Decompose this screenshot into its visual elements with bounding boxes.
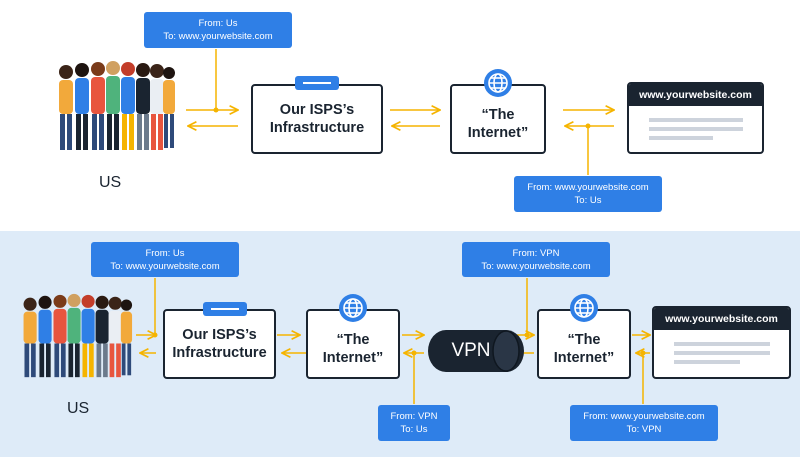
- callout-top-response: From: www.yourwebsite.com To: Us: [514, 176, 662, 212]
- box-title-line: Internet”: [322, 350, 384, 366]
- box-title-line: Internet”: [467, 125, 529, 141]
- box-title-line: Our ISPS’s: [182, 327, 257, 343]
- callout-line: From: www.yourwebsite.com: [527, 182, 649, 193]
- server-icon: [203, 302, 247, 316]
- people-group-illustration: [59, 61, 175, 150]
- callout-line: From: Us: [145, 247, 185, 259]
- callout-bottom-site-reply: From: www.yourwebsite.com To: VPN: [570, 405, 718, 441]
- callout-line: To: Us: [400, 424, 428, 435]
- callout-line: To: www.yourwebsite.com: [110, 260, 220, 272]
- box-title-line: “The: [481, 107, 515, 123]
- callout-line: To: VPN: [626, 424, 662, 435]
- website-url: www.yourwebsite.com: [654, 308, 789, 330]
- us-label: US: [67, 400, 90, 417]
- vpn-label: VPN: [451, 340, 491, 361]
- vpn-tunnel-icon: [428, 330, 524, 372]
- server-icon: [295, 76, 339, 90]
- callout-line: From: VPN: [390, 411, 438, 422]
- content-placeholder-line: [649, 118, 743, 122]
- content-placeholder-line: [674, 342, 770, 346]
- isp-infrastructure-box: Our ISPS’s Infrastructure: [163, 309, 276, 379]
- website-url: www.yourwebsite.com: [629, 84, 762, 106]
- callout-top-request: From: Us To: www.yourwebsite.com: [144, 12, 292, 48]
- callout-line: To: www.yourwebsite.com: [163, 31, 273, 42]
- callout-bottom-request: From: Us To: www.yourwebsite.com: [91, 242, 239, 277]
- globe-icon: [484, 69, 512, 97]
- callout-bottom-vpn-request: From: VPN To: www.yourwebsite.com: [462, 242, 610, 277]
- website-window: www.yourwebsite.com: [627, 82, 764, 154]
- callout-line: To: Us: [574, 195, 602, 206]
- callout-line: To: www.yourwebsite.com: [481, 260, 591, 272]
- content-placeholder-line: [674, 351, 770, 355]
- callout-line: From: VPN: [512, 247, 560, 259]
- us-label: US: [99, 174, 122, 191]
- globe-icon: [339, 294, 367, 322]
- box-title-line: “The: [567, 332, 601, 348]
- content-placeholder-line: [649, 127, 743, 131]
- website-window: www.yourwebsite.com: [652, 306, 791, 379]
- callout-bottom-vpn-reply: From: VPN To: Us: [378, 405, 450, 441]
- callout-line: From: www.yourwebsite.com: [583, 411, 705, 422]
- box-title-line: Infrastructure: [269, 120, 365, 136]
- callout-line: From: Us: [198, 18, 238, 29]
- isp-infrastructure-box: Our ISPS’s Infrastructure: [251, 84, 383, 154]
- box-title-line: Our ISPS’s: [279, 102, 355, 118]
- globe-icon: [570, 294, 598, 322]
- content-placeholder-line: [649, 136, 713, 140]
- box-title-line: “The: [336, 332, 370, 348]
- box-title-line: Infrastructure: [172, 345, 267, 361]
- box-title-line: Internet”: [553, 350, 615, 366]
- people-group-illustration: [23, 293, 133, 378]
- content-placeholder-line: [674, 360, 740, 364]
